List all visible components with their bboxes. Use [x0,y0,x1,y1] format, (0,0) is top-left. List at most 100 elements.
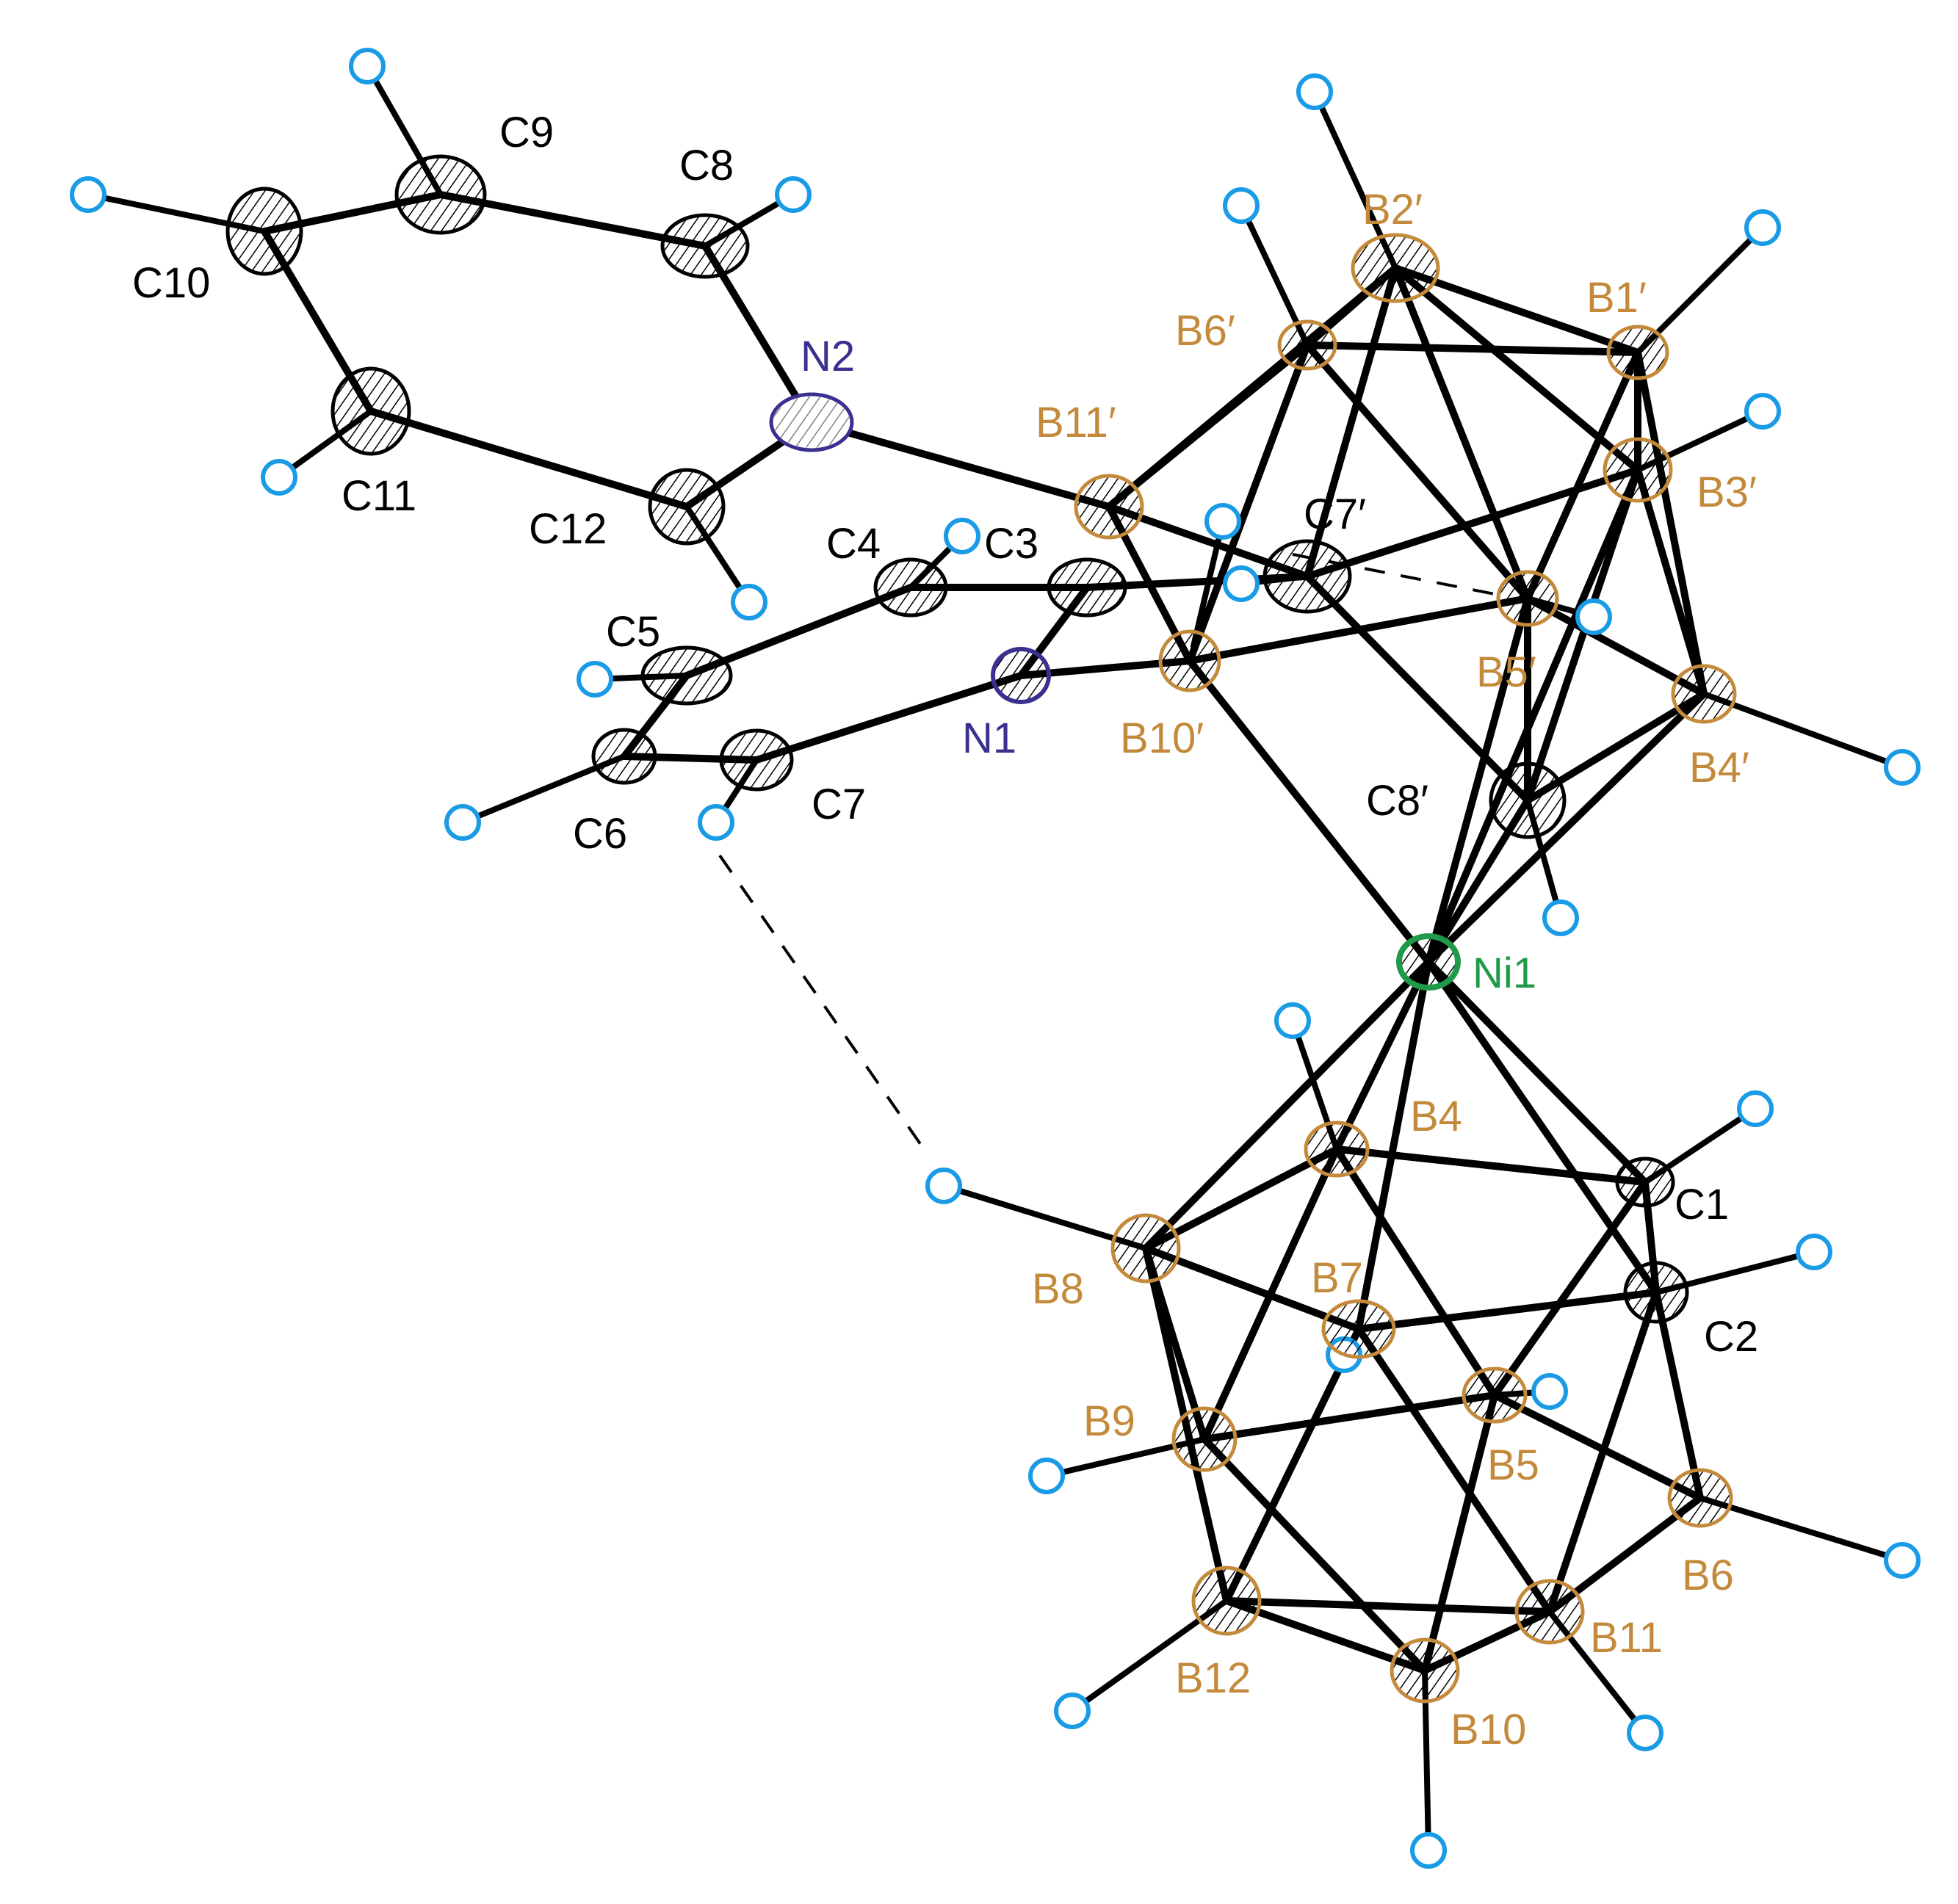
atom-c8 [660,213,750,279]
label-b3prime: B3′ [1697,468,1757,516]
atom-b3prime [1603,437,1673,503]
atom-c6 [591,728,657,785]
label-b8: B8 [1032,1265,1084,1313]
atom-b2prime [1351,233,1440,303]
atom-b7 [1321,1299,1396,1359]
label-b5prime: B5′ [1476,648,1536,696]
hydrogen-atom [1744,393,1781,430]
label-b11prime: B11′ [1036,399,1116,446]
hydrogen-atom [1575,598,1612,635]
atom-c9 [394,154,487,235]
atom-b11 [1514,1579,1585,1645]
label-b6: B6 [1682,1552,1734,1599]
hydrogen-atom [1796,1234,1832,1270]
atom-b5 [1462,1367,1528,1424]
atom-n2-hatch [773,397,850,448]
hydrogen-atom [1737,1090,1774,1127]
atom-b4 [1304,1121,1370,1178]
hydrogen-atom [577,661,613,698]
label-c7prime: C7′ [1304,491,1366,538]
atom-c8prime [1489,761,1567,839]
atom-c7 [719,728,794,792]
hydrogen-atom [444,804,481,841]
hydrogen-atom [1410,1832,1447,1869]
label-c6: C6 [573,810,627,858]
atom-b10 [1390,1637,1460,1704]
hydrogen-atom [261,459,297,496]
hydrogen-atom [1531,1373,1568,1410]
label-c12: C12 [529,505,607,553]
atom-c12 [648,468,726,546]
label-b11: B11 [1590,1614,1663,1662]
atom-b6prime [1277,319,1337,371]
hydrogen-atom [1274,1002,1311,1039]
hydrogen-bond-layer [718,553,1499,1158]
atom-b5prime [1496,570,1559,627]
hydrogen-atom [1884,749,1921,786]
labels-layer: C9 C8 C10 C11 C12 C4 C3 C5 C6 C7 C7′ C8′… [132,109,1758,1753]
atom-c11 [330,366,411,456]
atom-b10prime [1158,629,1221,692]
hydrogen-atom [944,518,980,554]
atom-b9 [1171,1406,1238,1472]
hydrogen-atom [1542,899,1579,936]
label-b1prime: B1′ [1586,274,1647,322]
label-b12: B12 [1175,1654,1251,1702]
label-c5: C5 [606,608,660,656]
atom-c2 [1623,1261,1689,1324]
atom-b12 [1191,1565,1262,1636]
hydrogen-atom [1296,73,1333,110]
label-ni1: Ni1 [1473,949,1536,997]
hydrogen-atom [698,804,734,841]
hydrogen-atom [1054,1693,1091,1729]
label-c11: C11 [342,472,416,520]
label-b5: B5 [1487,1441,1539,1489]
label-c1: C1 [1675,1181,1729,1228]
hydrogen-atom [1223,565,1260,602]
atom-c7prime [1262,539,1352,614]
atom-c3 [1047,557,1127,618]
atom-b1prime [1606,325,1669,380]
atom-b8 [1110,1213,1181,1284]
label-b10: B10 [1451,1706,1526,1753]
hydrogen-atom [1204,503,1241,540]
hydrogen-atom [1627,1715,1663,1751]
label-b2prime: B2′ [1362,186,1423,234]
label-c4: C4 [826,520,881,568]
atom-n1 [991,647,1051,704]
label-c9: C9 [499,109,554,156]
atom-b11prime [1074,474,1144,540]
atom-c4 [873,557,948,618]
hydrogen-atom [70,176,106,213]
atom-c5 [640,645,733,706]
hydrogen-atom [349,48,386,84]
atom-b4prime [1671,664,1737,724]
hydrogen-atom [1223,187,1260,224]
atoms-layer [225,154,1737,1704]
label-c2: C2 [1704,1313,1758,1361]
label-c8: C8 [679,142,734,189]
label-c8prime: C8′ [1366,777,1428,825]
label-b9: B9 [1083,1397,1135,1445]
label-b4prime: B4′ [1689,744,1749,792]
label-b7: B7 [1311,1254,1363,1302]
label-c10: C10 [132,259,210,307]
atom-c10 [225,187,303,276]
label-n2: N2 [801,333,855,380]
label-b6prime: B6′ [1175,307,1235,355]
hydrogen-atom [731,584,767,620]
label-c7: C7 [812,781,866,828]
label-n1: N1 [962,714,1016,762]
hbond-h7-hb8 [718,854,931,1158]
label-c3: C3 [984,520,1038,568]
atom-ni1 [1396,933,1461,991]
hydrogen-atom [1744,209,1781,246]
hydrogen-atoms-layer [70,48,1921,1869]
hydrogen-atom [1028,1458,1065,1494]
hydrogen-atom [775,176,812,213]
hydrogen-atom [1884,1542,1921,1579]
hydrogen-atom [925,1168,962,1204]
label-b10prime: B10′ [1120,714,1204,762]
